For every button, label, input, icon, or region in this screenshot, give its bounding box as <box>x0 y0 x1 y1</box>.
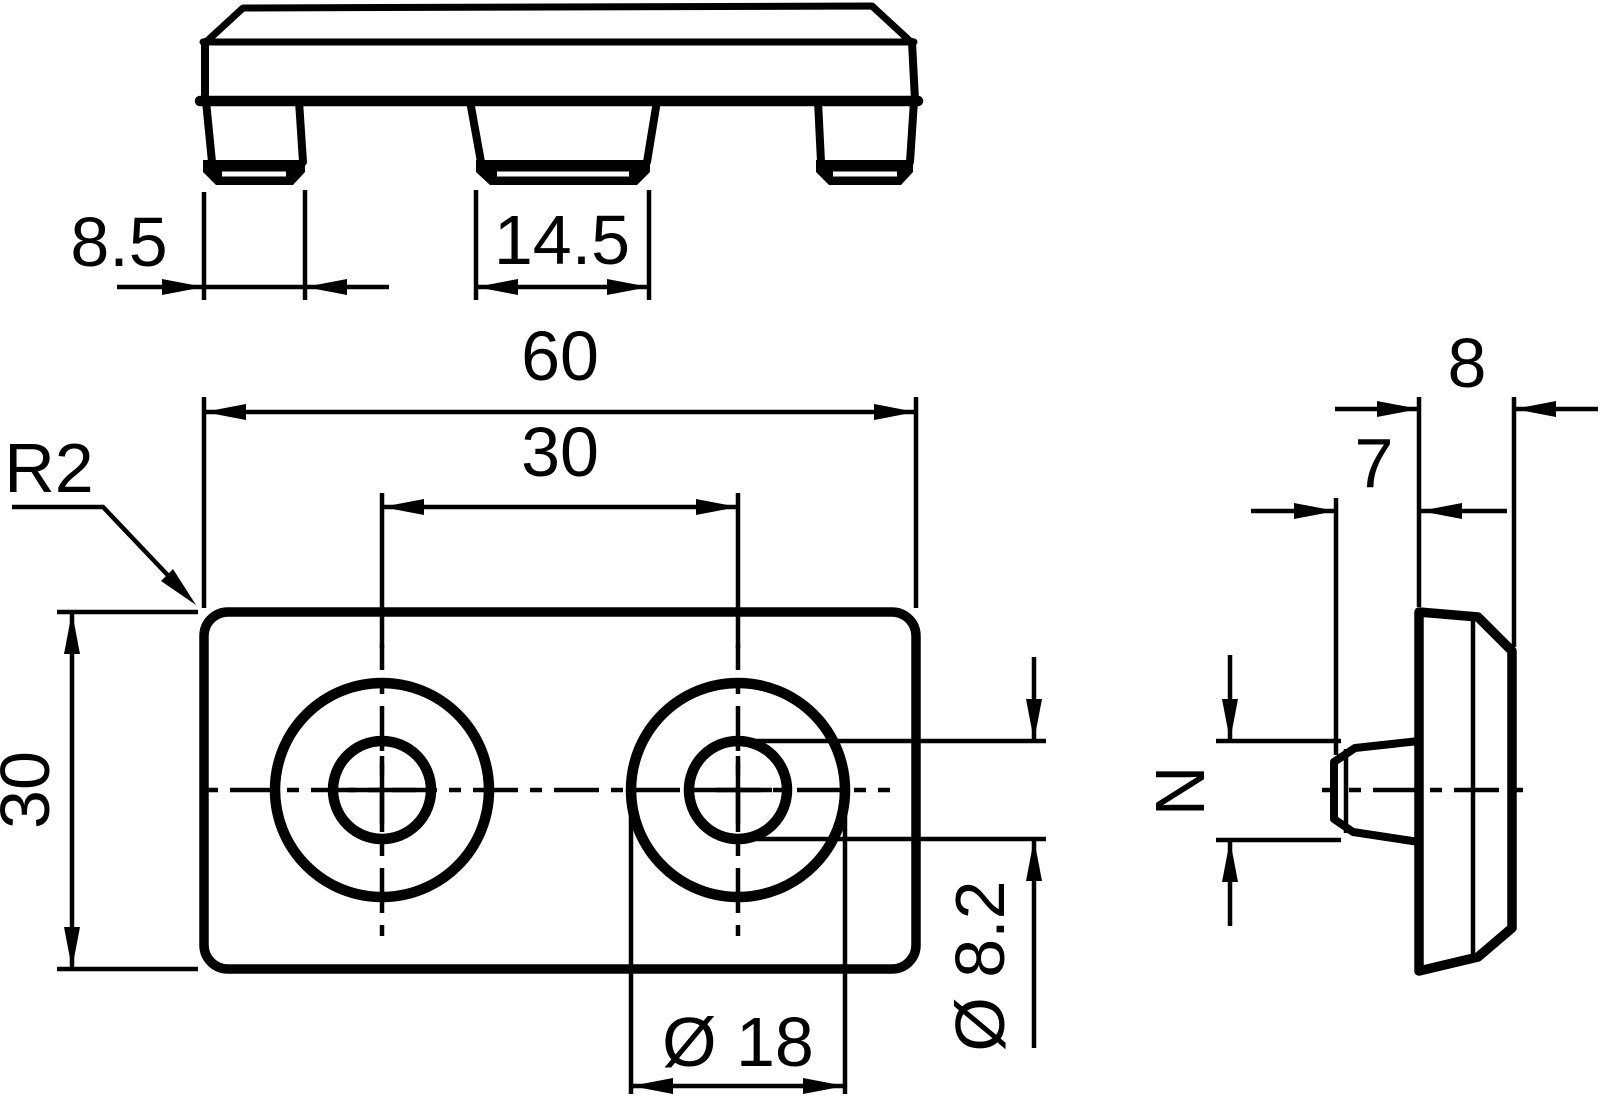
profile-top-edge <box>202 2 915 46</box>
dim-pin-width-label: 14.5 <box>494 201 630 279</box>
dim-plate-width: 60 <box>201 317 919 608</box>
plate-outline <box>199 607 921 974</box>
dim-plate-height: 30 <box>0 609 198 972</box>
center-pin-left-edge <box>466 97 485 166</box>
dim-counterbore-diameter: Ø 18 <box>628 791 848 1094</box>
front-view: 60 30 30 R2 <box>0 317 1046 1094</box>
dim-hole-diameter: Ø 8.2 <box>752 657 1046 1052</box>
left-pin-inner-edge <box>295 97 307 166</box>
dim-plate-height-label: 30 <box>0 751 64 829</box>
profile-view: 8.5 14.5 <box>70 2 924 300</box>
dim-hole-spacing-label: 30 <box>521 413 599 491</box>
left-pin-outer-edge <box>202 97 216 166</box>
dim-pin-edge-offset-label: 8.5 <box>70 203 167 281</box>
dim-corner-radius: R2 <box>4 429 196 605</box>
dim-cap-thickness: 8 <box>1335 324 1598 647</box>
dim-counterbore-diameter-label: Ø 18 <box>662 1003 814 1081</box>
dim-plate-width-label: 60 <box>521 317 599 395</box>
side-view: 8 7 N <box>1141 324 1598 976</box>
center-pin-right-edge <box>643 97 661 166</box>
profile-right-edge <box>908 38 919 104</box>
dim-pin-width: 14.5 <box>473 190 652 300</box>
dim-hole-diameter-label: Ø 8.2 <box>941 880 1019 1051</box>
dim-pin-size-label: N <box>1141 766 1219 817</box>
right-pin-outer-edge <box>906 97 918 166</box>
dim-hole-spacing: 30 <box>379 413 741 648</box>
dim-pin-length: 7 <box>1251 424 1507 755</box>
dim-cap-thickness-label: 8 <box>1448 324 1487 402</box>
dim-pin-length-label: 7 <box>1355 424 1394 502</box>
side-cap-outline <box>1414 607 1517 976</box>
right-pin-inner-edge <box>814 97 825 166</box>
dim-pin-size: N <box>1141 655 1341 926</box>
dim-pin-edge-offset: 8.5 <box>70 190 389 300</box>
dim-corner-radius-label: R2 <box>4 429 93 507</box>
